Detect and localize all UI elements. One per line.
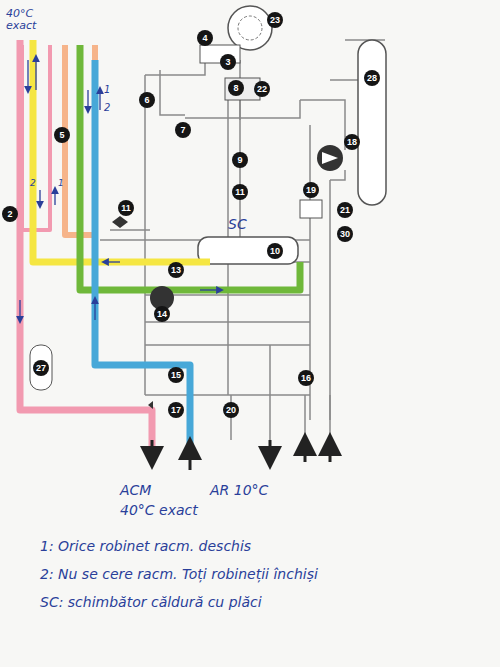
callout-number: 7 bbox=[175, 122, 191, 138]
handwritten-note: 2: Nu se cere racm. Toți robineții închi… bbox=[40, 566, 318, 582]
handwritten-note: 2 bbox=[30, 178, 36, 188]
callout-number: 15 bbox=[168, 367, 184, 383]
callout-number: 2 bbox=[2, 206, 18, 222]
callout-number: 3 bbox=[220, 54, 236, 70]
handwritten-note: ACM bbox=[120, 482, 151, 498]
handwritten-note: 1: Orice robinet racm. deschis bbox=[40, 538, 251, 554]
callout-number: 11 bbox=[232, 184, 248, 200]
callout-number: 23 bbox=[267, 12, 283, 28]
callout-number: 6 bbox=[139, 92, 155, 108]
handwritten-note: 2 bbox=[104, 102, 110, 113]
callout-number: 13 bbox=[168, 262, 184, 278]
callout-number: 20 bbox=[223, 402, 239, 418]
callout-number: 28 bbox=[364, 70, 380, 86]
callout-number: 14 bbox=[154, 306, 170, 322]
callout-number: 5 bbox=[54, 127, 70, 143]
callout-number: 17 bbox=[168, 402, 184, 418]
handwritten-note: AR 10°C bbox=[210, 482, 268, 498]
callout-number: 9 bbox=[232, 152, 248, 168]
callout-number: 8 bbox=[228, 80, 244, 96]
callout-number: 18 bbox=[344, 134, 360, 150]
callout-number: 22 bbox=[254, 81, 270, 97]
callout-number: 10 bbox=[267, 243, 283, 259]
callout-number: 16 bbox=[298, 370, 314, 386]
callout-number: 21 bbox=[337, 202, 353, 218]
handwritten-note: 1 bbox=[104, 84, 110, 95]
handwritten-note: SC bbox=[228, 216, 247, 232]
handwritten-note: 40°C exact bbox=[6, 8, 50, 32]
handwritten-note: 1 bbox=[58, 178, 64, 188]
handwritten-note: 40°C exact bbox=[120, 502, 198, 518]
callout-number: 27 bbox=[33, 360, 49, 376]
callout-number: 11 bbox=[118, 200, 134, 216]
handwritten-note: SC: schimbător căldură cu plăci bbox=[40, 594, 262, 610]
callout-number: 4 bbox=[197, 30, 213, 46]
callout-number: 30 bbox=[337, 226, 353, 242]
callout-number: 19 bbox=[303, 182, 319, 198]
